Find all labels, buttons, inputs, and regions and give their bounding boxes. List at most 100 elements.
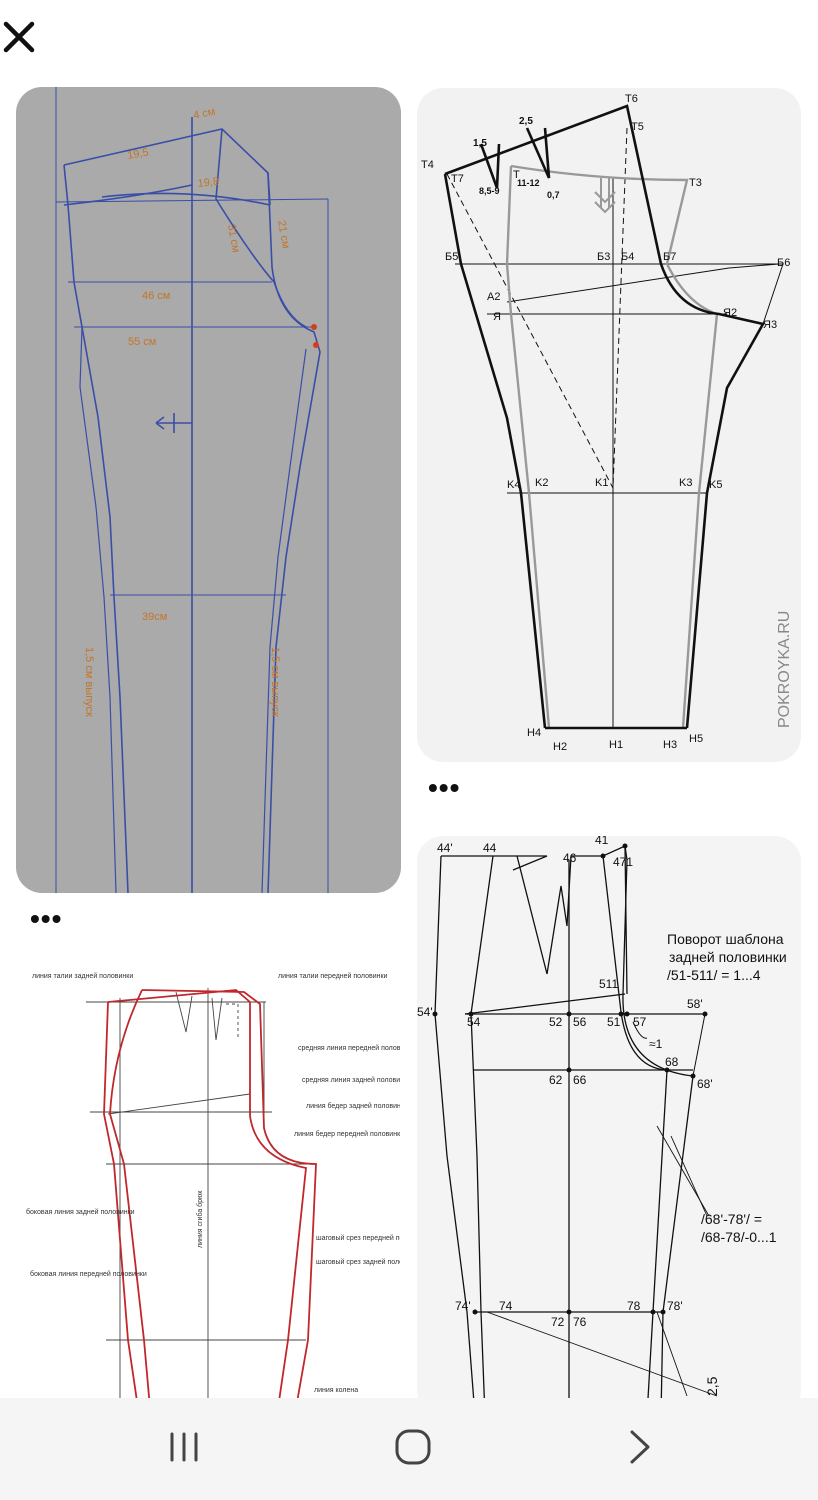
- label-allowance-right: 1,5 см выпуск: [269, 647, 281, 717]
- pt-approx-1: ≈1: [649, 1037, 663, 1051]
- pt-51: 51: [607, 1015, 621, 1029]
- pt-k5: K5: [709, 479, 722, 491]
- note-step-front: шаговый срез передней половинки: [316, 1234, 400, 1242]
- pt-56: 56: [573, 1015, 587, 1029]
- pt-k1: K1: [595, 477, 608, 489]
- note-step-back: шаговый срез задней половинки: [316, 1258, 400, 1266]
- pt-57: 57: [633, 1015, 647, 1029]
- note-rotation-3: /51-511/ = 1...4: [667, 967, 761, 983]
- dim-0-7: 0,7: [547, 190, 560, 200]
- dim-8-5-9: 8,5-9: [479, 186, 500, 196]
- pt-78a: 78': [667, 1299, 683, 1313]
- pt-72: 72: [551, 1315, 565, 1329]
- pt-76: 76: [573, 1315, 587, 1329]
- pt-52: 52: [549, 1015, 563, 1029]
- label-4cm: 4 см: [192, 106, 216, 122]
- label-21cm: 21 см: [275, 219, 292, 249]
- pt-ya: Я: [493, 311, 501, 323]
- label-39cm: 39см: [142, 611, 167, 623]
- pt-58a: 58': [687, 997, 703, 1011]
- note-waist-front: линия талии передней половинки: [278, 972, 388, 980]
- pt-t5: T5: [631, 121, 644, 133]
- pt-511: 511: [599, 977, 618, 991]
- label-19-5: 19,5: [126, 146, 149, 162]
- pin-card-trouser-draft-numbered[interactable]: 44' 44 41 46 471 511 54' 54 52 56 51 57 …: [417, 836, 801, 1416]
- trouser-pattern-drawing: T6 T5 T4 T7 T T3 1,5 2,5 8,5-9 11-12 0,7…: [421, 93, 793, 753]
- note-crease: линия сгиба брюк: [196, 1190, 204, 1248]
- watermark: POKROYKA.RU: [776, 611, 793, 728]
- dim-1-5: 1,5: [473, 138, 487, 149]
- pt-471: 471: [613, 855, 633, 869]
- note-side-back: боковая линия задней половинки: [26, 1208, 135, 1216]
- pt-b6: Б6: [777, 257, 790, 269]
- trouser-pattern-drawing: 4 см 19,5 19,8 21 см 31 см 46 см 55 см 3…: [55, 87, 329, 893]
- pt-68a: 68': [697, 1077, 713, 1091]
- pt-h5: H5: [689, 733, 703, 745]
- trouser-pattern-drawing: линия талии задней половинки линия талии…: [26, 972, 400, 1408]
- note-mid-back: средняя линия задней половинки: [302, 1076, 400, 1084]
- note-waist-back: линия талии задней половинки: [32, 972, 133, 980]
- dim-11-12: 11-12: [517, 178, 540, 188]
- pt-62: 62: [549, 1073, 563, 1087]
- note-rotation-2: задней половинки: [669, 949, 787, 965]
- recent-apps-icon: [170, 1432, 198, 1462]
- pt-k4: K4: [507, 479, 520, 491]
- note-formula-1: /68'-78'/ =: [701, 1211, 762, 1227]
- label-allowance-left: 1,5 см выпуск: [83, 647, 95, 717]
- home-icon: [395, 1429, 431, 1465]
- pt-ya2: Я2: [723, 307, 737, 319]
- pt-t4: T4: [421, 159, 434, 171]
- note-hip-front: линия бедер передней половинки: [294, 1130, 400, 1138]
- pt-b5: Б5: [445, 251, 458, 263]
- pin-card-trouser-draft-red[interactable]: линия талии задней половинки линия талии…: [16, 968, 400, 1408]
- pt-66: 66: [573, 1073, 587, 1087]
- pt-68: 68: [665, 1055, 679, 1069]
- note-mid-front: средняя линия передней половинки: [298, 1044, 400, 1052]
- recent-apps-button[interactable]: [140, 1416, 230, 1480]
- note-hip-back: линия бедер задней половинки: [306, 1102, 400, 1110]
- system-navigation-bar: [0, 1398, 818, 1500]
- more-options-button[interactable]: •••: [428, 772, 461, 803]
- label-19-8: 19,8: [197, 176, 220, 190]
- pt-h3: H3: [663, 739, 677, 751]
- note-side-front: боковая линия передней половинки: [30, 1270, 147, 1278]
- pt-46: 46: [563, 851, 577, 865]
- pt-ya3: Я3: [763, 319, 777, 331]
- back-icon: [630, 1430, 650, 1464]
- home-button[interactable]: [368, 1416, 458, 1480]
- pt-b3: Б3: [597, 251, 610, 263]
- label-31cm: 31 см: [225, 223, 242, 253]
- pt-t: T: [513, 169, 520, 181]
- pt-h4: H4: [527, 727, 541, 739]
- pt-74a: 74': [455, 1299, 471, 1313]
- pt-b4: Б4: [621, 251, 634, 263]
- close-button[interactable]: [0, 14, 40, 58]
- pt-41: 41: [595, 836, 609, 847]
- note-rotation-1: Поворот шаблона: [667, 931, 784, 947]
- pt-t6: T6: [625, 93, 638, 105]
- pt-78: 78: [627, 1299, 641, 1313]
- pt-44: 44: [483, 841, 497, 855]
- note-side-cut: 2,5: [704, 1376, 720, 1396]
- dim-2-5: 2,5: [519, 116, 533, 127]
- pt-h2: H2: [553, 741, 567, 753]
- pt-k2: K2: [535, 477, 548, 489]
- pt-a2: A2: [487, 291, 500, 303]
- label-55cm: 55 см: [128, 336, 156, 348]
- pin-card-trouser-draft-pokroyka[interactable]: T6 T5 T4 T7 T T3 1,5 2,5 8,5-9 11-12 0,7…: [417, 88, 801, 762]
- label-46cm: 46 см: [142, 290, 170, 302]
- pt-t7: T7: [451, 173, 464, 185]
- note-knee: линия колена: [314, 1387, 358, 1394]
- pt-74: 74: [499, 1299, 513, 1313]
- pt-k3: K3: [679, 477, 692, 489]
- more-options-button[interactable]: •••: [30, 903, 63, 934]
- note-formula-2: /68-78/-0...1: [701, 1229, 777, 1245]
- pt-b7: Б7: [663, 251, 676, 263]
- trouser-pattern-drawing: 44' 44 41 46 471 511 54' 54 52 56 51 57 …: [417, 836, 787, 1416]
- pt-54: 54: [467, 1015, 481, 1029]
- back-button[interactable]: [596, 1416, 686, 1480]
- close-icon: [3, 21, 35, 53]
- pt-h1: H1: [609, 739, 623, 751]
- pin-card-trouser-draft-grey[interactable]: 4 см 19,5 19,8 21 см 31 см 46 см 55 см 3…: [16, 87, 401, 893]
- pt-44a: 44': [437, 841, 453, 855]
